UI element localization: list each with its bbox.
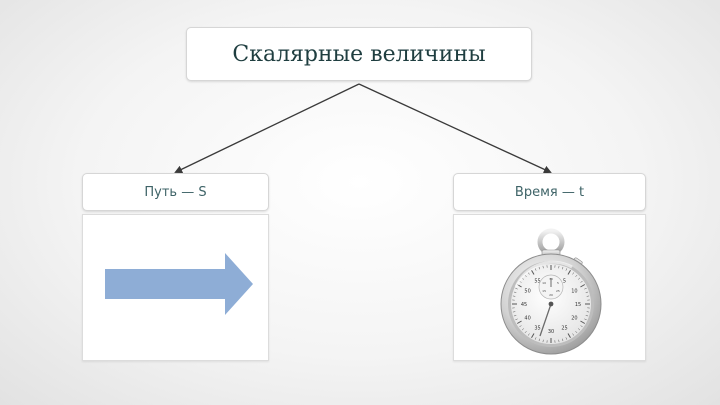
stopwatch-tick [513, 315, 517, 317]
connector-right [358, 83, 552, 174]
stopwatch-tick [580, 280, 583, 283]
stopwatch-dial-number: 50 [524, 289, 530, 295]
stopwatch-dial-number: 40 [524, 316, 530, 322]
time-label: Время — t [514, 184, 585, 200]
stopwatch-tick [577, 277, 581, 280]
stopwatch-tick [565, 337, 568, 340]
path-label-box: Путь — S [82, 173, 269, 211]
stopwatch-subdial-number: 10 [542, 281, 546, 285]
title-box: Скалярные величины [186, 27, 532, 81]
stopwatch-tick [534, 268, 537, 271]
stopwatch-tick [586, 311, 590, 313]
stopwatch-tick [575, 274, 578, 278]
stopwatch-tick [567, 333, 571, 339]
stopwatch-dial-number: 30 [548, 329, 554, 335]
stopwatch-tick [562, 266, 564, 270]
stopwatch-tick [538, 266, 540, 270]
stopwatch-tick [584, 287, 587, 290]
stopwatch-ticks [512, 265, 590, 343]
stopwatch-tick [531, 269, 535, 275]
stopwatch-tick [585, 291, 589, 293]
path-label: Путь — S [144, 184, 207, 200]
stopwatch-tick [572, 272, 575, 275]
stopwatch-icon: 60510152025303540455055 30525201510 [500, 228, 602, 355]
stopwatch-hub [548, 301, 554, 307]
stopwatch-ring [537, 228, 565, 256]
stopwatch-tick [580, 325, 583, 328]
stopwatch-tick [531, 333, 535, 339]
stopwatch-subdial-number: 15 [542, 289, 546, 293]
stopwatch-tick [586, 295, 590, 297]
stopwatch-tick [538, 338, 540, 342]
stopwatch-dial-number: 5 [563, 279, 566, 285]
stopwatch-tick [542, 265, 544, 269]
stopwatch-tick [515, 287, 518, 290]
stopwatch-subdial-number: 25 [556, 289, 560, 293]
stopwatch-tick [580, 320, 586, 324]
stopwatch-tick [513, 291, 517, 293]
stopwatch-tick [521, 328, 525, 331]
stopwatch-tick [527, 333, 530, 336]
stopwatch-subdial-number: 5 [557, 281, 559, 285]
arrow-right-icon [105, 253, 253, 315]
stopwatch-tick [542, 339, 544, 343]
stopwatch-subdial-number: 20 [549, 293, 553, 297]
stopwatch-dial-number: 45 [521, 302, 527, 308]
stopwatch-tick [580, 284, 586, 288]
stopwatch-tick [524, 330, 527, 334]
stopwatch-tick [575, 330, 578, 334]
diagram-title: Скалярные величины [232, 41, 486, 67]
stopwatch-tick [515, 318, 518, 321]
stopwatch-tick [584, 318, 587, 321]
stopwatch-tick [565, 268, 568, 271]
stopwatch-dial-number: 25 [561, 325, 567, 331]
stopwatch-highlight [514, 260, 573, 288]
stopwatch-tick [572, 333, 575, 336]
path-arrow-shape [105, 253, 253, 315]
stopwatch-tick [585, 315, 589, 317]
stopwatch-main-hand [539, 303, 552, 337]
stopwatch-tick [577, 328, 581, 331]
stopwatch-dial-number: 15 [575, 302, 581, 308]
stopwatch-dial-number: 20 [571, 316, 577, 322]
time-label-box: Время — t [453, 173, 646, 211]
stopwatch-tick [519, 325, 522, 328]
stopwatch-tick [527, 272, 530, 275]
stopwatch-tick [516, 320, 522, 324]
stopwatch-dial-number: 35 [534, 325, 540, 331]
stopwatch-tick [512, 295, 516, 297]
stopwatch-tick [534, 337, 537, 340]
stopwatch-tick [562, 338, 564, 342]
stopwatch-dial-number: 10 [571, 289, 577, 295]
stopwatch-dial-number: 55 [534, 279, 540, 285]
path-panel [82, 214, 269, 361]
stopwatch-tick [512, 311, 516, 313]
stopwatch-tick [558, 265, 560, 269]
connector-left [174, 83, 360, 174]
time-panel: 60510152025303540455055 30525201510 [453, 214, 646, 361]
stopwatch-tick [567, 269, 571, 275]
stopwatch-tick [558, 339, 560, 343]
